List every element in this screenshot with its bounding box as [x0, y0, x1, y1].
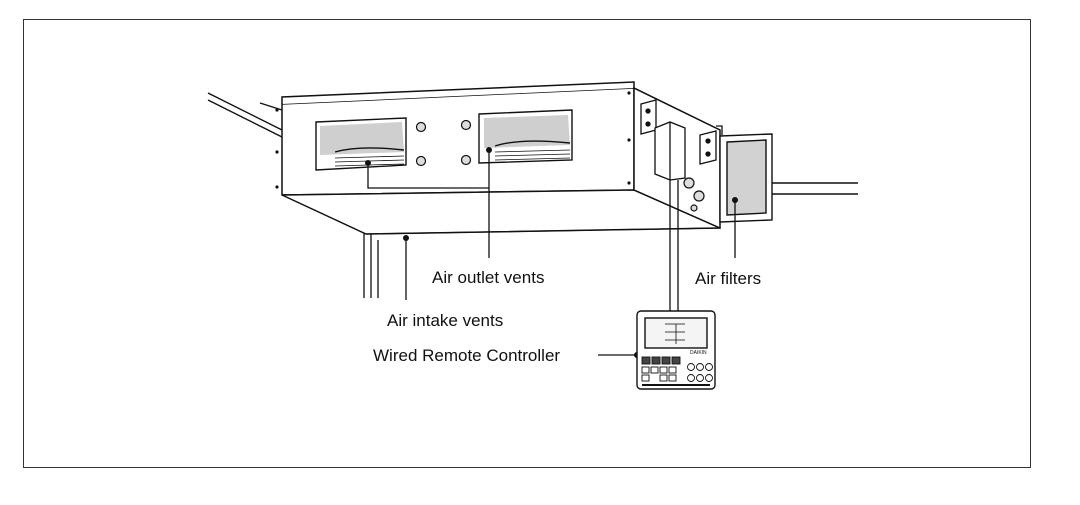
controller-buttons: [641, 356, 681, 382]
label-air-intake-vents: Air intake vents: [387, 311, 503, 330]
label-air-outlet-vents: Air outlet vents: [432, 268, 544, 287]
controller-brand: DAIKIN: [690, 350, 707, 356]
label-air-filters: Air filters: [695, 269, 761, 288]
hanging-bracket-back: [699, 125, 723, 165]
outlet-vent-left: [315, 117, 407, 171]
pipe-connectors: [683, 177, 705, 212]
hanging-bracket-front: [640, 99, 657, 135]
diagram-frame: [23, 19, 1031, 468]
leader-lines: [367, 152, 736, 356]
support-posts: [363, 232, 379, 298]
wired-remote-controller: [636, 310, 716, 390]
controller-round-buttons: [687, 363, 713, 382]
outlet-vent-right: [478, 109, 573, 164]
air-filter: [719, 133, 773, 223]
label-wired-remote-controller: Wired Remote Controller: [373, 346, 560, 365]
front-screws: [275, 91, 631, 189]
electrical-box: [654, 121, 686, 181]
mounting-bolts: [415, 119, 472, 167]
ceiling-rail-left: [207, 92, 283, 138]
ceiling-rail-right: [772, 182, 858, 195]
